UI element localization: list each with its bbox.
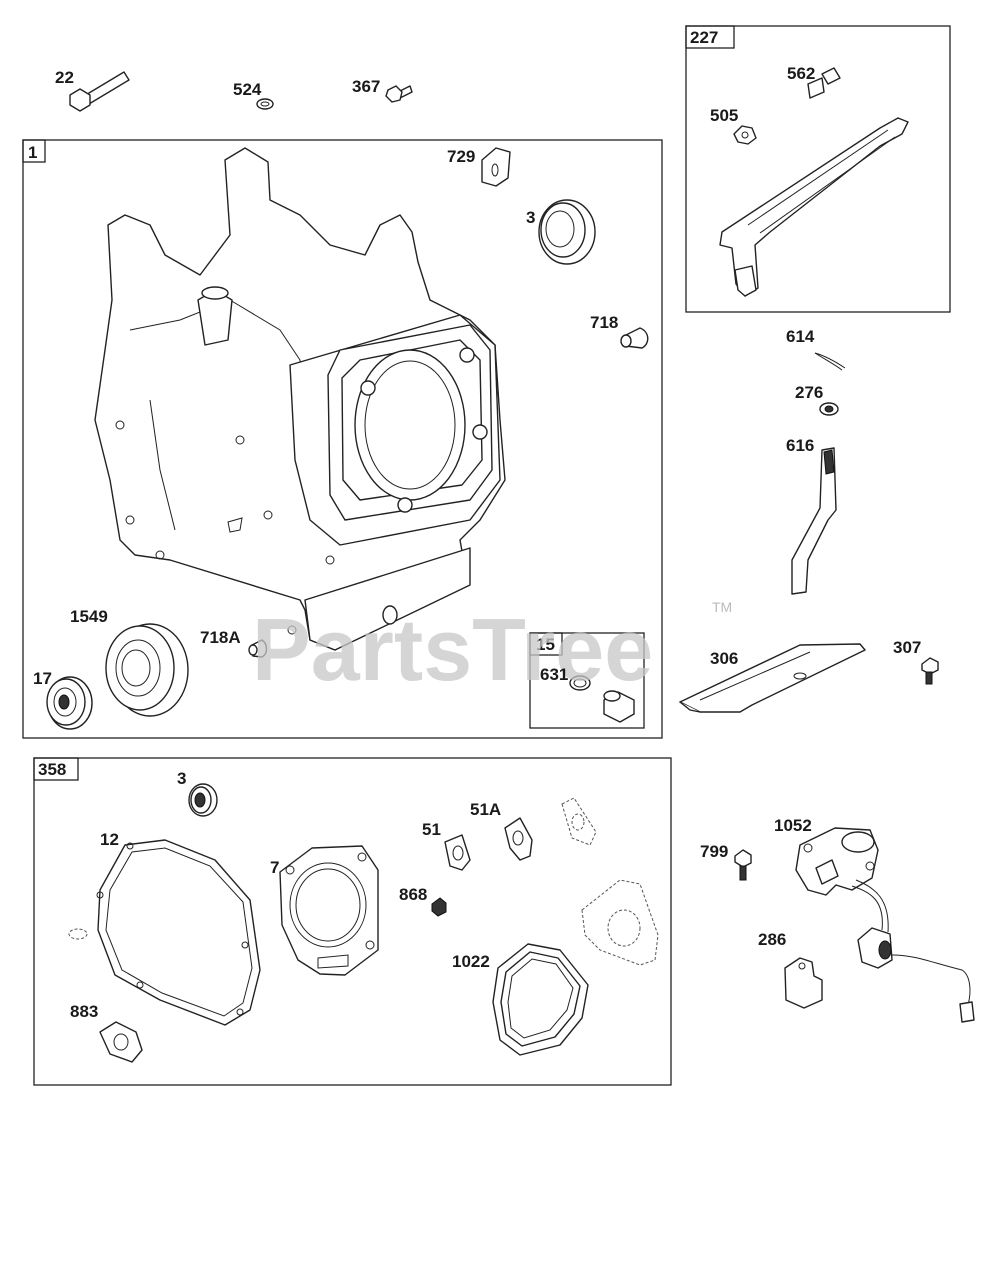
callout-631: 631	[540, 665, 568, 684]
callout-883: 883	[70, 1002, 98, 1021]
part-631-washer	[569, 675, 591, 691]
part-12-crankcase-gasket	[96, 839, 261, 1026]
group-358: 358	[33, 757, 672, 1086]
part-oring-dashed	[68, 928, 88, 940]
part-799-screw	[734, 849, 752, 881]
group-label-227: 227	[690, 28, 718, 47]
callout-367: 367	[352, 77, 380, 96]
part-227-governor-arm	[719, 117, 909, 297]
part-22-bolt	[69, 71, 130, 112]
part-883-gasket	[99, 1021, 143, 1063]
callout-22: 22	[55, 68, 74, 87]
callout-614: 614	[786, 327, 815, 346]
callout-3-seal-kit: 3	[177, 769, 186, 788]
part-1022-gasket-ring	[492, 943, 589, 1056]
watermark-text: PartsTree	[252, 600, 653, 699]
callout-12: 12	[100, 830, 119, 849]
callout-1549: 1549	[70, 607, 108, 626]
part-3-oil-seal	[538, 199, 596, 265]
callout-1022: 1022	[452, 952, 490, 971]
callout-276: 276	[795, 383, 823, 402]
watermark-tm: TM	[712, 599, 732, 615]
part-276-washer	[819, 402, 839, 416]
part-286-bracket	[784, 957, 823, 1009]
part-868-nut	[431, 897, 447, 917]
callout-286: 286	[758, 930, 786, 949]
part-1549-bearing	[105, 623, 189, 717]
part-367-screw	[385, 85, 413, 103]
part-718A-dowel-pin	[248, 639, 268, 658]
callouts: 22 524 367 729 3 718 1549 718A 17 631 56…	[33, 64, 921, 1021]
callout-868: 868	[399, 885, 427, 904]
callout-3-seal: 3	[526, 208, 535, 227]
part-1052-ignition-module	[795, 827, 975, 1023]
part-51-exhaust-gasket	[444, 834, 471, 871]
group-227: 227	[685, 25, 951, 313]
callout-51: 51	[422, 820, 441, 839]
part-gasket-dashed-large	[581, 879, 659, 966]
part-616-governor-shaft	[791, 447, 837, 595]
part-3-oil-seal-kit	[188, 783, 218, 817]
callout-306: 306	[710, 649, 738, 668]
part-17-bearing	[46, 676, 93, 730]
callout-718: 718	[590, 313, 618, 332]
part-718-dowel-pin	[620, 327, 649, 349]
callout-1052: 1052	[774, 816, 812, 835]
group-15: 15	[529, 632, 645, 729]
part-524-washer	[256, 98, 274, 110]
callout-524: 524	[233, 80, 262, 99]
callout-562: 562	[787, 64, 815, 83]
callout-718A: 718A	[200, 628, 241, 647]
part-562-screw	[807, 67, 841, 99]
part-505-nut	[733, 125, 757, 145]
callout-729: 729	[447, 147, 475, 166]
group-1: 1	[22, 139, 663, 739]
callout-7: 7	[270, 858, 279, 877]
part-1-crankcase	[94, 147, 506, 651]
group-label-358: 358	[38, 760, 66, 779]
part-gasket-dashed-top	[561, 797, 597, 846]
part-7-head-gasket	[279, 845, 379, 976]
part-307-screw	[921, 657, 939, 685]
callout-616: 616	[786, 436, 814, 455]
part-15-drain-plug	[603, 690, 635, 723]
part-306-cover-plate	[679, 643, 866, 713]
callout-51A: 51A	[470, 800, 501, 819]
part-614-pin	[814, 352, 846, 371]
callout-307: 307	[893, 638, 921, 657]
group-label-1: 1	[28, 143, 37, 162]
group-label-15: 15	[536, 635, 555, 654]
callout-799: 799	[700, 842, 728, 861]
callout-17: 17	[33, 669, 52, 688]
part-729-grommet	[481, 147, 511, 187]
part-51A-intake-gasket	[504, 817, 533, 861]
callout-505: 505	[710, 106, 738, 125]
